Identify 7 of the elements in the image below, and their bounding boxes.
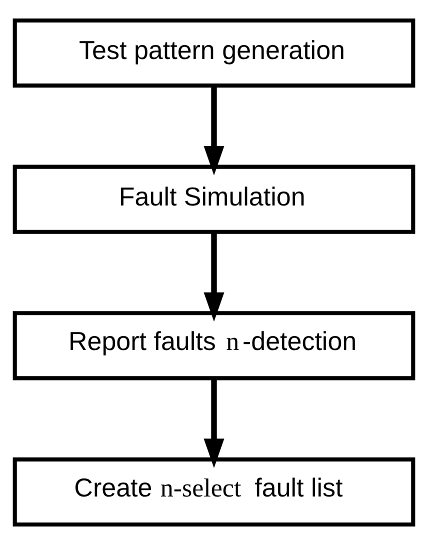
node-box: Report faults n-detection <box>12 311 416 380</box>
arrow <box>204 232 224 322</box>
node-box: Test pattern generation <box>12 18 416 88</box>
node-box: Fault Simulation <box>12 164 416 234</box>
arrow <box>204 86 224 176</box>
arrow <box>204 378 224 468</box>
node-box: Create n-select fault list <box>12 457 416 527</box>
